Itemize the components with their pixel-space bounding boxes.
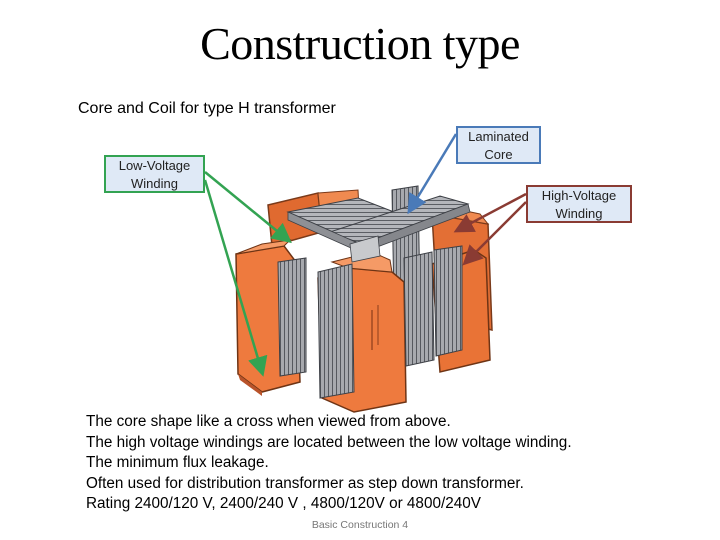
low-voltage-arrows <box>203 171 292 377</box>
note-line: The core shape like a cross when viewed … <box>86 413 451 430</box>
note-line: Rating 2400/120 V, 2400/240 V , 4800/120… <box>86 495 481 512</box>
notes-list: The core shape like a cross when viewed … <box>86 412 572 515</box>
diagram-subtitle: Core and Coil for type H transformer <box>78 100 336 117</box>
note-line: Often used for distribution transformer … <box>86 474 524 492</box>
laminated-core-label: Laminated Core <box>456 126 541 164</box>
note-line: The minimum flux leakage. <box>86 454 269 471</box>
low-voltage-winding-label: Low-Voltage Winding <box>104 155 205 193</box>
note-line: The high voltage windings are located be… <box>86 433 572 451</box>
slide-title: Construction type <box>200 18 520 69</box>
core-arrow <box>407 133 458 215</box>
slide-footer: Basic Construction 4 <box>311 519 409 531</box>
laminated-core <box>277 195 471 399</box>
high-voltage-arrows <box>453 192 527 266</box>
high-voltage-winding-label: High-Voltage Winding <box>526 185 632 223</box>
